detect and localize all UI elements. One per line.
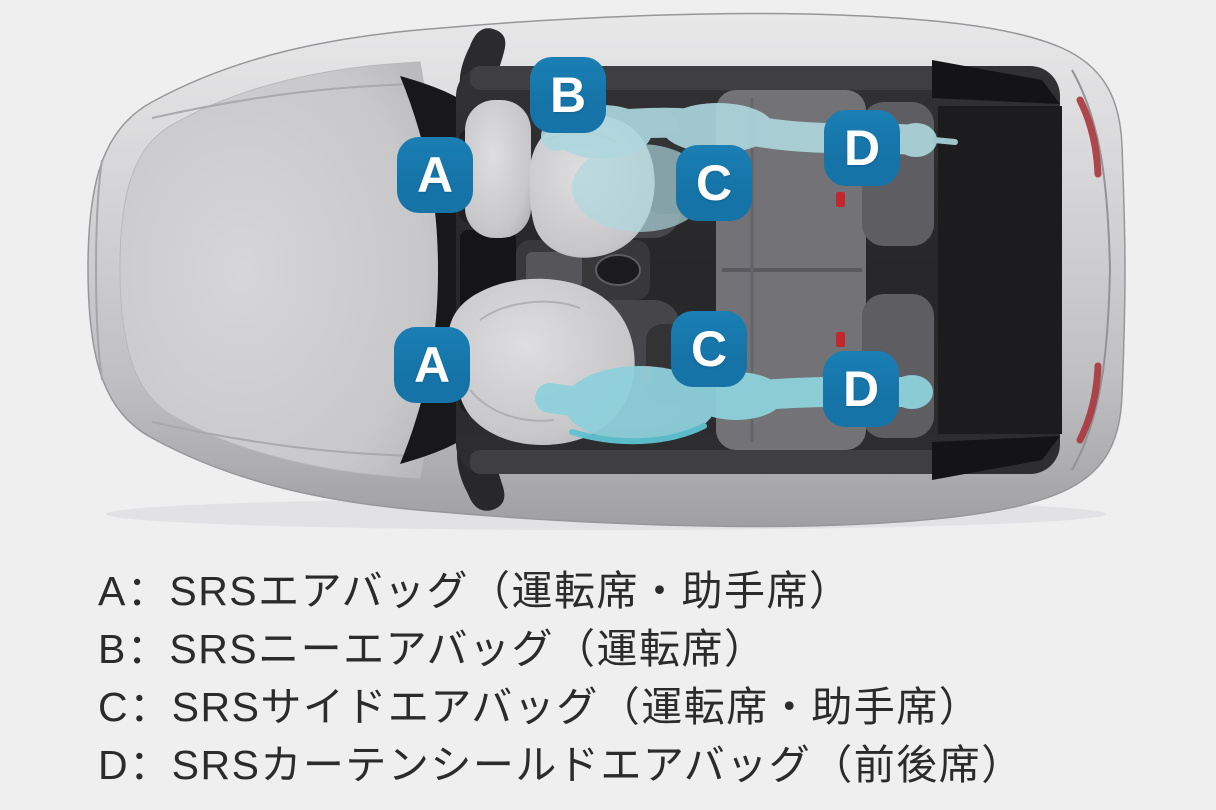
badge-a-front-airbag-driver: A xyxy=(397,137,473,213)
legend-item-a: A：SRSエアバッグ（運転席・助手席） xyxy=(98,568,852,614)
badge-a-front-airbag-passenger: A xyxy=(394,327,470,403)
badge-c-side-airbag-driver: C xyxy=(676,145,752,221)
badge-d-curtain-airbag-rear: D xyxy=(823,351,899,427)
badge-b-knee-airbag: B xyxy=(530,57,606,133)
legend-item-d: D：SRSカーテンシールドエアバッグ（前後席） xyxy=(98,742,1024,788)
legend-item-c: C：SRSサイドエアバッグ（運転席・助手席） xyxy=(98,684,982,730)
badge-c-side-airbag-passenger: C xyxy=(671,311,747,387)
side-airbag-driver-shape xyxy=(572,144,708,232)
car-top-view-illustration xyxy=(87,12,1126,530)
airbag-legend: A：SRSエアバッグ（運転席・助手席） B：SRSニーエアバッグ（運転席） C：… xyxy=(98,562,1158,794)
side-airbag-passenger-shape xyxy=(564,366,716,442)
legend-item-b: B：SRSニーエアバッグ（運転席） xyxy=(98,626,767,672)
badge-d-curtain-airbag-front: D xyxy=(824,110,900,186)
car-illustration-svg xyxy=(87,12,1126,530)
